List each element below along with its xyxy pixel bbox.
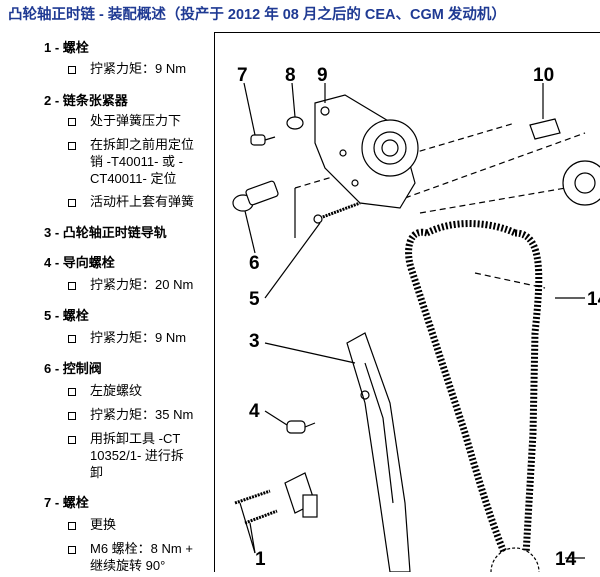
diagram-svg: 7 8 9 10 6 5 3 4 1 14 14 (232, 65, 600, 577)
label-1: 1 (255, 549, 266, 570)
item-2-sub-1: 处于弹簧压力下 (90, 113, 182, 128)
item-6-sub-2: 拧紧力矩：35 Nm (90, 407, 194, 422)
bullet-icon (68, 199, 76, 207)
label-6: 6 (249, 253, 260, 274)
bullet-icon (68, 142, 76, 150)
label-14-upper: 14 (587, 289, 600, 310)
item-5-sub-1: 拧紧力矩：9 Nm (90, 330, 187, 345)
item-7-sub-1: 更换 (90, 517, 117, 532)
control-valve-6 (232, 180, 279, 212)
item-2-header: 2 - 链条张紧器 (44, 93, 128, 108)
screw-5 (313, 201, 361, 224)
item-2-sub-3: 活动杆上套有弹簧 (90, 194, 195, 209)
item-6-sub-3a: 用拆卸工具 -CT (90, 431, 181, 446)
bullet-icon (68, 66, 76, 74)
item-7-sub-2b: 继续旋转 90° (90, 558, 166, 573)
item-2-sub-2a: 在拆卸之前用定位 (90, 137, 195, 152)
item-6-header: 6 - 控制阀 (44, 361, 102, 376)
item-1-sub-1: 拧紧力矩：9 Nm (90, 61, 187, 76)
timing-chain-right (514, 229, 543, 573)
bolt-7 (250, 134, 276, 146)
item-6-sub-1: 左旋螺纹 (90, 383, 143, 398)
bullet-icon (68, 118, 76, 126)
guide-rail-3 (346, 332, 411, 573)
label-7: 7 (237, 65, 248, 86)
chain-tensioner-2 (284, 472, 318, 518)
bullet-icon (68, 412, 76, 420)
label-5: 5 (249, 289, 260, 310)
item-7-sub-2a: M6 螺栓：8 Nm + (90, 541, 193, 556)
bolt-1a (234, 489, 271, 505)
item-2-sub-2c: CT40011- 定位 (90, 171, 177, 186)
crank-sprocket (490, 547, 540, 577)
label-3: 3 (249, 331, 260, 352)
item-6-sub-3b: 10352/1- 进行拆 (90, 448, 184, 463)
label-10: 10 (533, 65, 554, 86)
item-4-sub-1: 拧紧力矩：20 Nm (90, 277, 194, 292)
item-4-header: 4 - 导向螺栓 (44, 255, 115, 270)
item-2-sub-2b: 销 -T40011- 或 - (90, 154, 183, 169)
page-title: 凸轮轴正时链 - 装配概述（投产于 2012 年 08 月之后的 CEA、CGM… (8, 7, 506, 23)
bullet-icon (68, 546, 76, 554)
label-14-lower: 14 (555, 549, 577, 570)
item-7-header: 7 - 螺栓 (44, 495, 89, 510)
label-4: 4 (249, 401, 260, 422)
item-1-header: 1 - 螺栓 (44, 40, 89, 55)
guide-bolt-4 (286, 420, 316, 434)
label-9: 9 (317, 65, 328, 86)
bullet-icon (68, 436, 76, 444)
bullet-icon (68, 522, 76, 530)
label-8: 8 (285, 65, 296, 86)
item-6-sub-3c: 卸 (90, 465, 104, 480)
camshaft-housing (314, 94, 419, 209)
exploded-diagram: 7 8 9 10 6 5 3 4 1 14 14 (214, 32, 600, 577)
bullet-icon (68, 388, 76, 396)
timing-chain (405, 228, 518, 575)
part-10 (529, 118, 600, 206)
bullet-icon (68, 282, 76, 290)
bolt-1b (244, 509, 278, 525)
item-3-header: 3 - 凸轮轴正时链导轨 (44, 225, 167, 240)
washer-8 (286, 116, 304, 130)
bullet-icon (68, 335, 76, 343)
item-5-header: 5 - 螺栓 (44, 308, 89, 323)
